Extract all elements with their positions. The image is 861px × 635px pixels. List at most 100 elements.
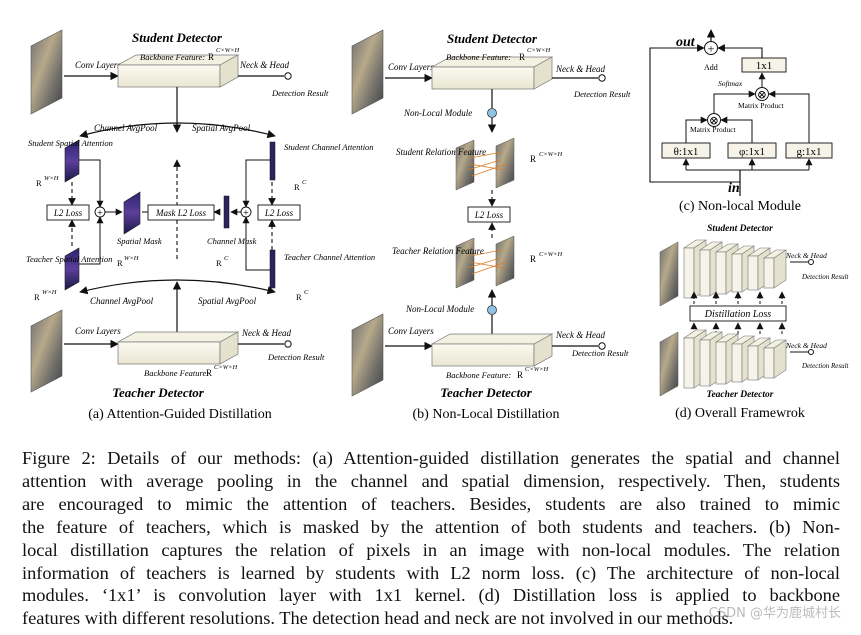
b-l2-loss: L2 Loss — [474, 210, 504, 220]
b-teacher-nonlocal-node — [487, 305, 497, 315]
d-teacher-result-node — [808, 349, 814, 355]
a-tca-to-plus — [242, 216, 270, 271]
panel-a: Student Detector Conv Layers Backbone Fe… — [26, 29, 375, 422]
b-student-result-node — [598, 74, 606, 82]
c-matrix-product-bottom-label: Matrix Product — [690, 125, 737, 134]
a-teacher-input-image — [30, 309, 63, 393]
a-student-backbone-dim: C×W×H — [216, 47, 240, 54]
a-student-input-image — [30, 29, 63, 115]
feature-block — [731, 343, 743, 383]
feature-block — [699, 339, 711, 387]
c-caption: (c) Non-local Module — [679, 199, 801, 214]
a-sca-dim: C — [302, 179, 307, 186]
figure-svg: Student Detector Conv Layers Backbone Fe… — [26, 29, 850, 422]
a-student-backbone-r: R — [208, 52, 214, 62]
a-l2-loss-right-box — [257, 204, 301, 221]
b-teacher-detector-title: Teacher Detector — [440, 385, 533, 400]
b-student-backbone-label: Backbone Feature: — [446, 52, 511, 62]
c-conv-to-add — [717, 44, 763, 58]
b-student-relation-label: Student Relation Feature — [396, 147, 486, 157]
a-student-result-label: Detection Result — [271, 88, 329, 98]
c-phi: φ:1x1 — [739, 146, 765, 158]
a-teacher-result-node — [284, 340, 292, 348]
b-student-neck-label: Neck & Head — [555, 64, 605, 74]
a-teacher-result-label: Detection Result — [267, 352, 325, 362]
figure-caption: Figure 2: Details of our methods: (a) At… — [22, 447, 840, 630]
a-student-backbone-cube — [116, 54, 240, 88]
a-l2-loss-right: L2 Loss — [264, 208, 294, 218]
caption-line: features with different resolutions. The… — [22, 608, 734, 629]
c-out-label: out — [676, 35, 696, 50]
a-teacher-detector-title: Teacher Detector — [112, 385, 205, 400]
b-teacher-relation-label: Teacher Relation Feature — [392, 246, 484, 256]
a-spatial-mask — [123, 191, 141, 235]
c-g-to-mp — [768, 90, 810, 143]
b-student-relation-feature — [455, 137, 515, 191]
a-l2-loss-left: L2 Loss — [53, 208, 83, 218]
a-teacher-pool-arc — [79, 279, 276, 295]
feature-block — [763, 257, 775, 289]
a-teacher-channel-avgpool: Channel AvgPool — [90, 296, 154, 306]
a-teacher-spatial-attention-label: Teacher Spatial Attention — [26, 254, 112, 264]
c-matrix-product-top-label: Matrix Product — [738, 101, 785, 110]
c-add-glyph: + — [708, 42, 715, 56]
watermark: CSDN @华为鹿城村长 — [708, 606, 841, 621]
a-teacher-neck-label: Neck & Head — [241, 328, 291, 338]
a-student-channel-avgpool: Channel AvgPool — [94, 123, 158, 133]
a-plus-right-glyph: + — [243, 208, 249, 219]
b-student-detector-title: Student Detector — [447, 31, 538, 46]
panel-b: Student Detector Conv Layers Backbone Fe… — [351, 29, 631, 422]
d-teacher-detector-title: Teacher Detector — [707, 390, 774, 400]
d-teacher-result-label: Detection Result — [801, 362, 850, 370]
panel-c: out + Add 1x1 ⊗ Matrix Product Softmax ⊗… — [649, 29, 833, 214]
caption-line: information of teachers is learned by st… — [22, 562, 840, 583]
feature-block — [731, 253, 743, 293]
b-student-input-image — [351, 29, 384, 115]
c-phi-to-mp — [720, 116, 753, 143]
c-in-label: in — [728, 181, 740, 196]
b-teacher-relation-feature — [455, 235, 515, 289]
a-plus-left-glyph: + — [97, 208, 103, 219]
feature-block — [763, 347, 775, 379]
d-student-result-label: Detection Result — [801, 273, 850, 281]
d-student-neck-label: Neck & Head — [785, 251, 827, 260]
figure-area: Student Detector Conv Layers Backbone Fe… — [26, 29, 850, 422]
a-mask-l2-loss: Mask L2 Loss — [155, 208, 207, 218]
a-ssa-r: R — [36, 178, 42, 188]
c-mp-top-glyph: ⊗ — [757, 88, 767, 102]
d-distillation-loss: Distillation Loss — [704, 309, 772, 320]
feature-block — [699, 249, 711, 297]
feature-block — [715, 341, 727, 385]
a-cm-r: R — [216, 258, 222, 268]
b-teacher-input-image — [351, 313, 384, 397]
caption-line: modules. ‘1x1’ is convolution layer with… — [22, 585, 840, 606]
a-tsa-dim: W×H — [42, 289, 57, 296]
b-teacher-backbone-r: R — [517, 370, 523, 380]
a-student-spatial-avgpool: Spatial AvgPool — [192, 123, 251, 133]
b-l2-loss-box — [467, 206, 511, 223]
a-tsa-to-plus — [79, 216, 104, 265]
a-student-channel-attention-label: Student Channel Attention — [284, 142, 374, 152]
a-tca-dim: C — [304, 289, 309, 296]
feature-block — [683, 337, 695, 389]
a-student-neck-label: Neck & Head — [239, 60, 289, 70]
b-student-result-label: Detection Result — [573, 89, 631, 99]
a-student-result-node — [284, 72, 292, 80]
b-teacher-nonlocal-label: Non-Local Module — [405, 304, 474, 314]
d-caption: (d) Overall Framewrok — [675, 406, 805, 421]
c-g: g:1x1 — [796, 146, 821, 158]
d-distillation-loss-box — [689, 305, 787, 322]
a-student-spatial-attention-label: Student Spatial Attention — [28, 138, 113, 148]
a-teacher-backbone-dim: C×W×H — [214, 364, 238, 371]
b-teacher-backbone-label: Backbone Feature: — [446, 370, 511, 380]
panel-d: Student Detector Neck & Head Detection R… — [659, 224, 850, 421]
d-student-input-image — [659, 241, 679, 307]
a-student-conv-label: Conv Layers — [75, 60, 121, 70]
a-teacher-backbone-cube — [116, 331, 240, 365]
a-l2-loss-left-box — [46, 204, 90, 221]
b-student-nonlocal-node — [487, 108, 497, 118]
feature-block-side — [773, 339, 787, 379]
c-mp-bot-glyph: ⊗ — [709, 114, 719, 128]
a-sm-r: R — [117, 258, 123, 268]
c-softmax-label: Softmax — [718, 79, 743, 88]
